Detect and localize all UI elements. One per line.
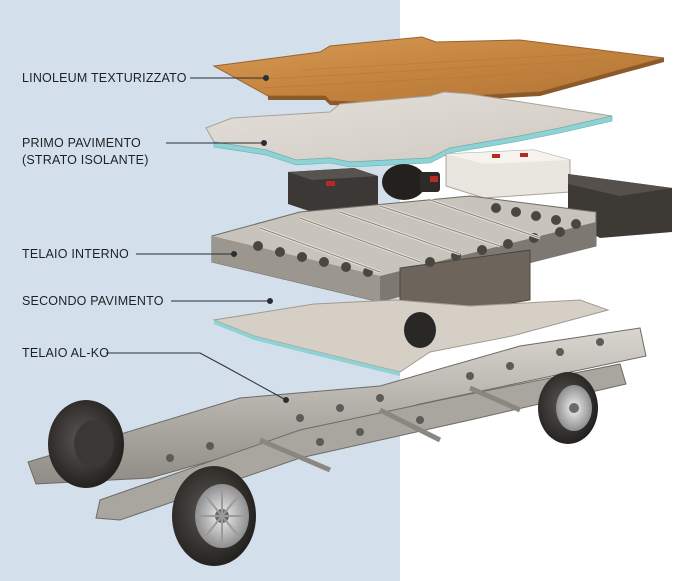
leader-line-alko [106,352,287,401]
leader-dot-telaio-interno [231,251,237,257]
label-telaio-interno-text: TELAIO INTERNO [22,247,129,261]
label-telaio-interno: TELAIO INTERNO [22,246,129,263]
wheel-front-left [172,466,256,566]
wheel-rear-right [538,372,598,444]
label-secondo-pavimento-text: SECONDO PAVIMENTO [22,294,164,308]
label-primo-line2: (STRATO ISOLANTE) [22,153,149,167]
label-primo-line1: PRIMO PAVIMENTO [22,136,141,150]
leader-dot-secondo [267,298,273,304]
label-primo-pavimento: PRIMO PAVIMENTO (STRATO ISOLANTE) [22,135,149,169]
red-cap-icon [430,176,438,182]
wheels [48,312,598,566]
label-linoleum-text: LINOLEUM TEXTURIZZATO [22,71,187,85]
leader-dot-primo [261,140,267,146]
wheel-front-right [404,312,436,348]
label-secondo-pavimento: SECONDO PAVIMENTO [22,293,164,310]
red-cap-icon [326,181,335,186]
insulation-layer [205,91,613,168]
leader-dot-alko [283,397,289,403]
wheel-rear-left [48,400,124,488]
leader-lines [106,75,289,403]
inner-frame [211,195,597,319]
leader-dot-linoleum [263,75,269,81]
label-telaio-alko-text: TELAIO AL-KO [22,346,110,360]
label-telaio-alko: TELAIO AL-KO [22,345,109,362]
label-linoleum: LINOLEUM TEXTURIZZATO [22,70,187,87]
